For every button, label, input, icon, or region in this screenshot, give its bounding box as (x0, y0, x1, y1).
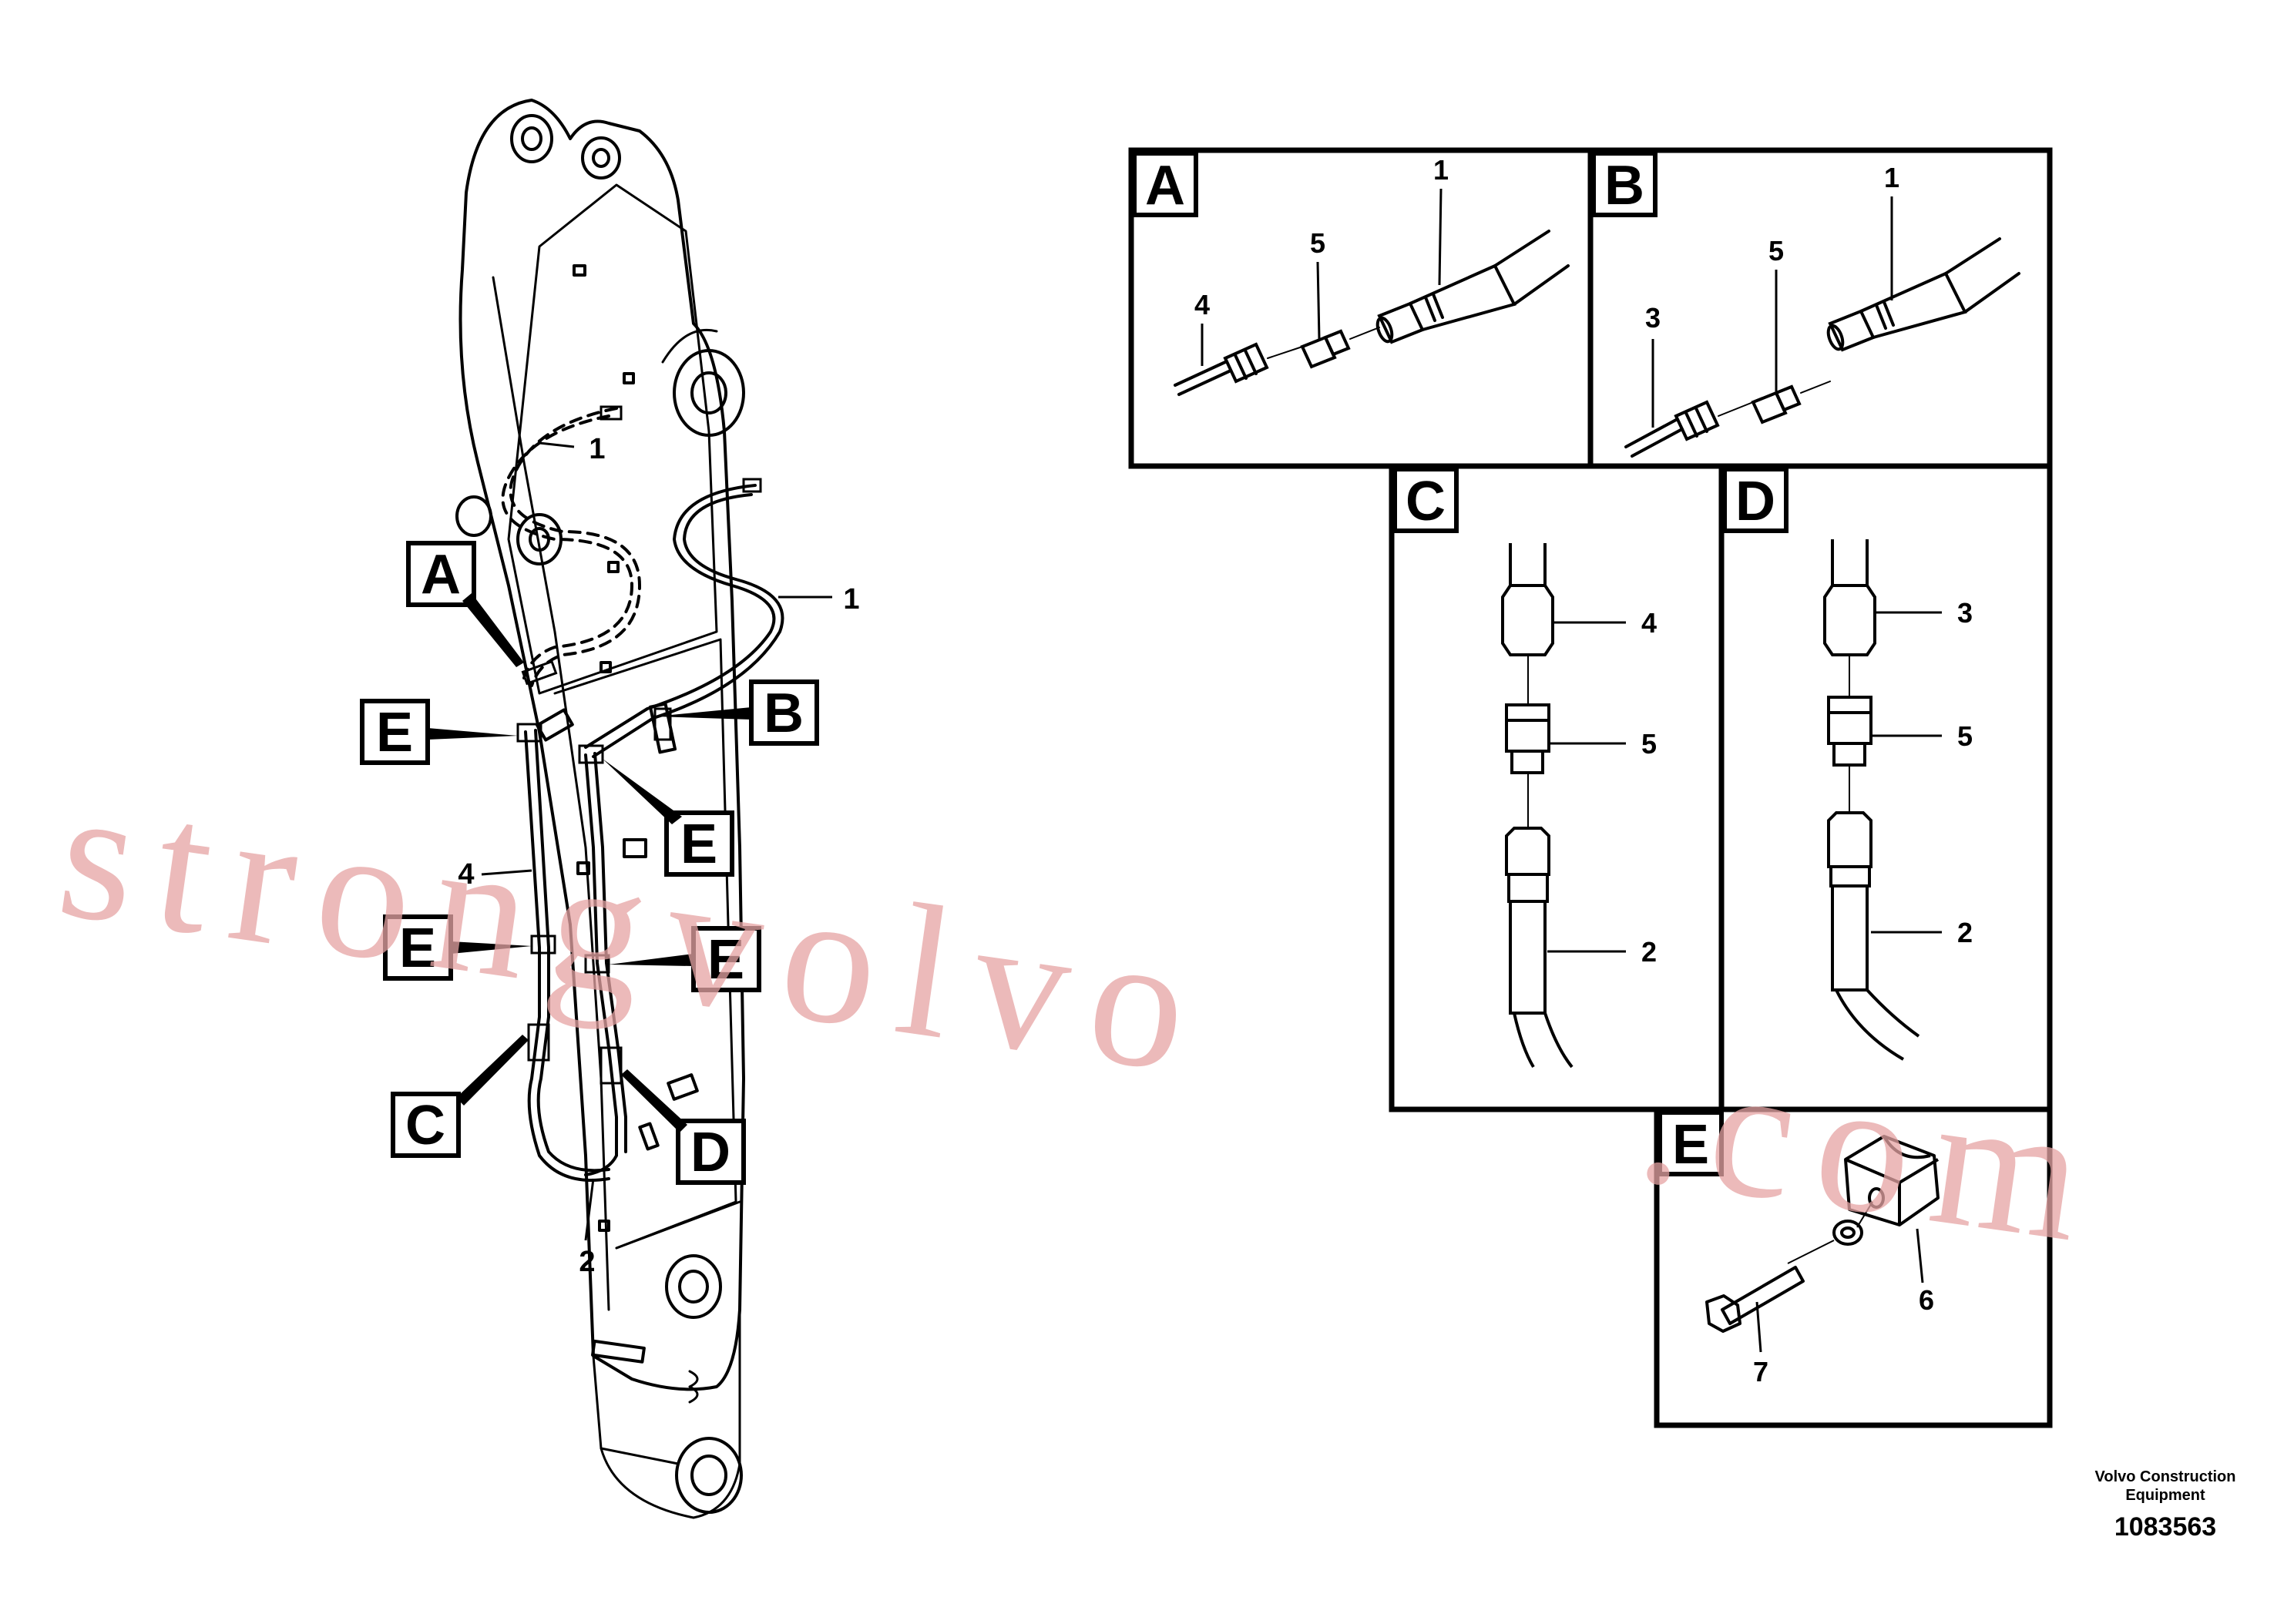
panel-c-fittings (1501, 543, 1574, 1069)
panel-a-numbers (1201, 188, 1443, 366)
watermark-text: strongvolvo (49, 747, 1223, 1114)
callout-letter-e-2: E (680, 814, 717, 875)
panel-letter-a: A (1145, 155, 1185, 216)
callout-box-d (676, 1119, 746, 1185)
watermark-suffix: .com (1628, 1012, 2118, 1283)
panel-c-numbers (1547, 621, 1626, 953)
credit-line-2: Equipment (2125, 1487, 2205, 1504)
panel-e (1654, 1106, 2053, 1428)
panel-c-label-2: 2 (1641, 936, 1657, 968)
boom-hoses (501, 405, 784, 1182)
panel-e-clamp (1705, 1135, 1940, 1333)
panel-e-numbers (1755, 1228, 1924, 1353)
panel-tabs: A B C D E (1132, 151, 1789, 1176)
callout-letter-b: B (764, 683, 804, 744)
boom-callouts: A E B E E E C D (360, 541, 819, 1185)
panel-b-fittings (1624, 237, 2020, 458)
panel-e-label-7: 7 (1753, 1356, 1768, 1387)
callout-box-a (406, 541, 476, 607)
credit-block: Volvo Construction Equipment 1083563 (2065, 1468, 2265, 1545)
panel-d-label-5: 5 (1957, 720, 1973, 752)
panel-b-label-3: 3 (1645, 302, 1661, 334)
panel-letter-e: E (1672, 1114, 1709, 1176)
drawing-number: 1083563 (2114, 1512, 2217, 1542)
callout-box-e-1 (360, 699, 430, 765)
panel-letter-d: D (1735, 471, 1775, 532)
panel-b-label-5: 5 (1768, 235, 1784, 267)
credit-line-1: Volvo Construction (2094, 1468, 2236, 1485)
panel-d-label-3: 3 (1957, 597, 1973, 629)
panel-d (1718, 463, 2053, 1112)
panel-a-fittings (1174, 230, 1570, 396)
panel-a-label-1: 1 (1433, 154, 1449, 186)
callout-letter-e-1: E (376, 702, 413, 763)
panel-d-numbers (1871, 611, 1942, 934)
boom-part-numbers (481, 441, 832, 1241)
callout-letter-e-3: E (399, 918, 436, 979)
callout-letter-d: D (690, 1122, 731, 1183)
panel-d-fittings (1823, 539, 1920, 1061)
boom-label-4: 4 (458, 858, 474, 891)
panel-c-label-5: 5 (1641, 728, 1657, 760)
callout-box-e-3 (383, 914, 453, 981)
boom-label-1-lower: 1 (843, 583, 859, 616)
panel-letter-b: B (1604, 155, 1644, 216)
panel-a-label-5: 5 (1310, 227, 1325, 259)
boom-label-2: 2 (579, 1246, 595, 1278)
panel-a-label-4: 4 (1194, 289, 1210, 320)
boom-label-1-upper: 1 (589, 433, 605, 465)
callout-box-e-2 (664, 810, 734, 877)
panel-b-label-1: 1 (1884, 162, 1899, 193)
panel-c-label-4: 4 (1641, 607, 1657, 639)
panel-e-label-6: 6 (1919, 1284, 1934, 1316)
callout-letter-e-4: E (707, 929, 744, 991)
callout-letter-a: A (421, 544, 461, 606)
panel-letter-c: C (1406, 471, 1446, 532)
panel-d-label-2: 2 (1957, 917, 1973, 948)
panel-b-numbers (1651, 196, 1893, 428)
panel-c (1389, 463, 1725, 1112)
detail-panels (1128, 147, 2053, 1428)
callout-box-c (391, 1092, 461, 1158)
boom-assembly (455, 99, 745, 1519)
callout-letter-c: C (405, 1095, 445, 1156)
